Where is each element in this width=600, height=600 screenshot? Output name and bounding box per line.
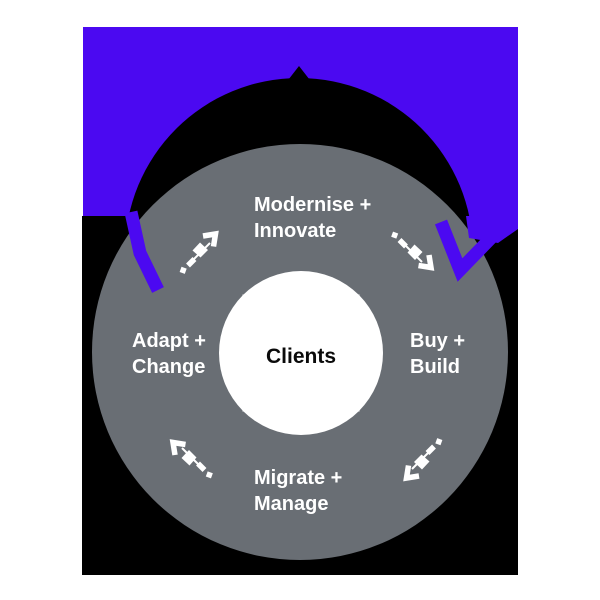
center-label: Clients	[266, 345, 336, 368]
segment-label-migrate-manage: Migrate + Manage	[254, 467, 342, 515]
svg-text:Adapt +: Adapt +	[132, 330, 206, 352]
segment-label-adapt-change: Adapt + Change	[132, 330, 206, 378]
svg-text:Migrate +: Migrate +	[254, 467, 342, 489]
svg-text:Modernise +: Modernise +	[254, 194, 371, 216]
purple-arrowhead	[434, 216, 518, 282]
svg-text:Build: Build	[410, 356, 460, 378]
clients-circle	[219, 271, 383, 435]
svg-text:Manage: Manage	[254, 493, 328, 515]
segment-label-buy-build: Buy + Build	[410, 330, 465, 378]
purple-arrow-tail	[124, 210, 164, 293]
svg-text:Change: Change	[132, 356, 205, 378]
black-arc-apex	[285, 66, 313, 84]
segment-label-modernise-innovate: Modernise + Innovate	[254, 194, 371, 242]
svg-text:Buy +: Buy +	[410, 330, 465, 352]
svg-text:Innovate: Innovate	[254, 220, 336, 242]
